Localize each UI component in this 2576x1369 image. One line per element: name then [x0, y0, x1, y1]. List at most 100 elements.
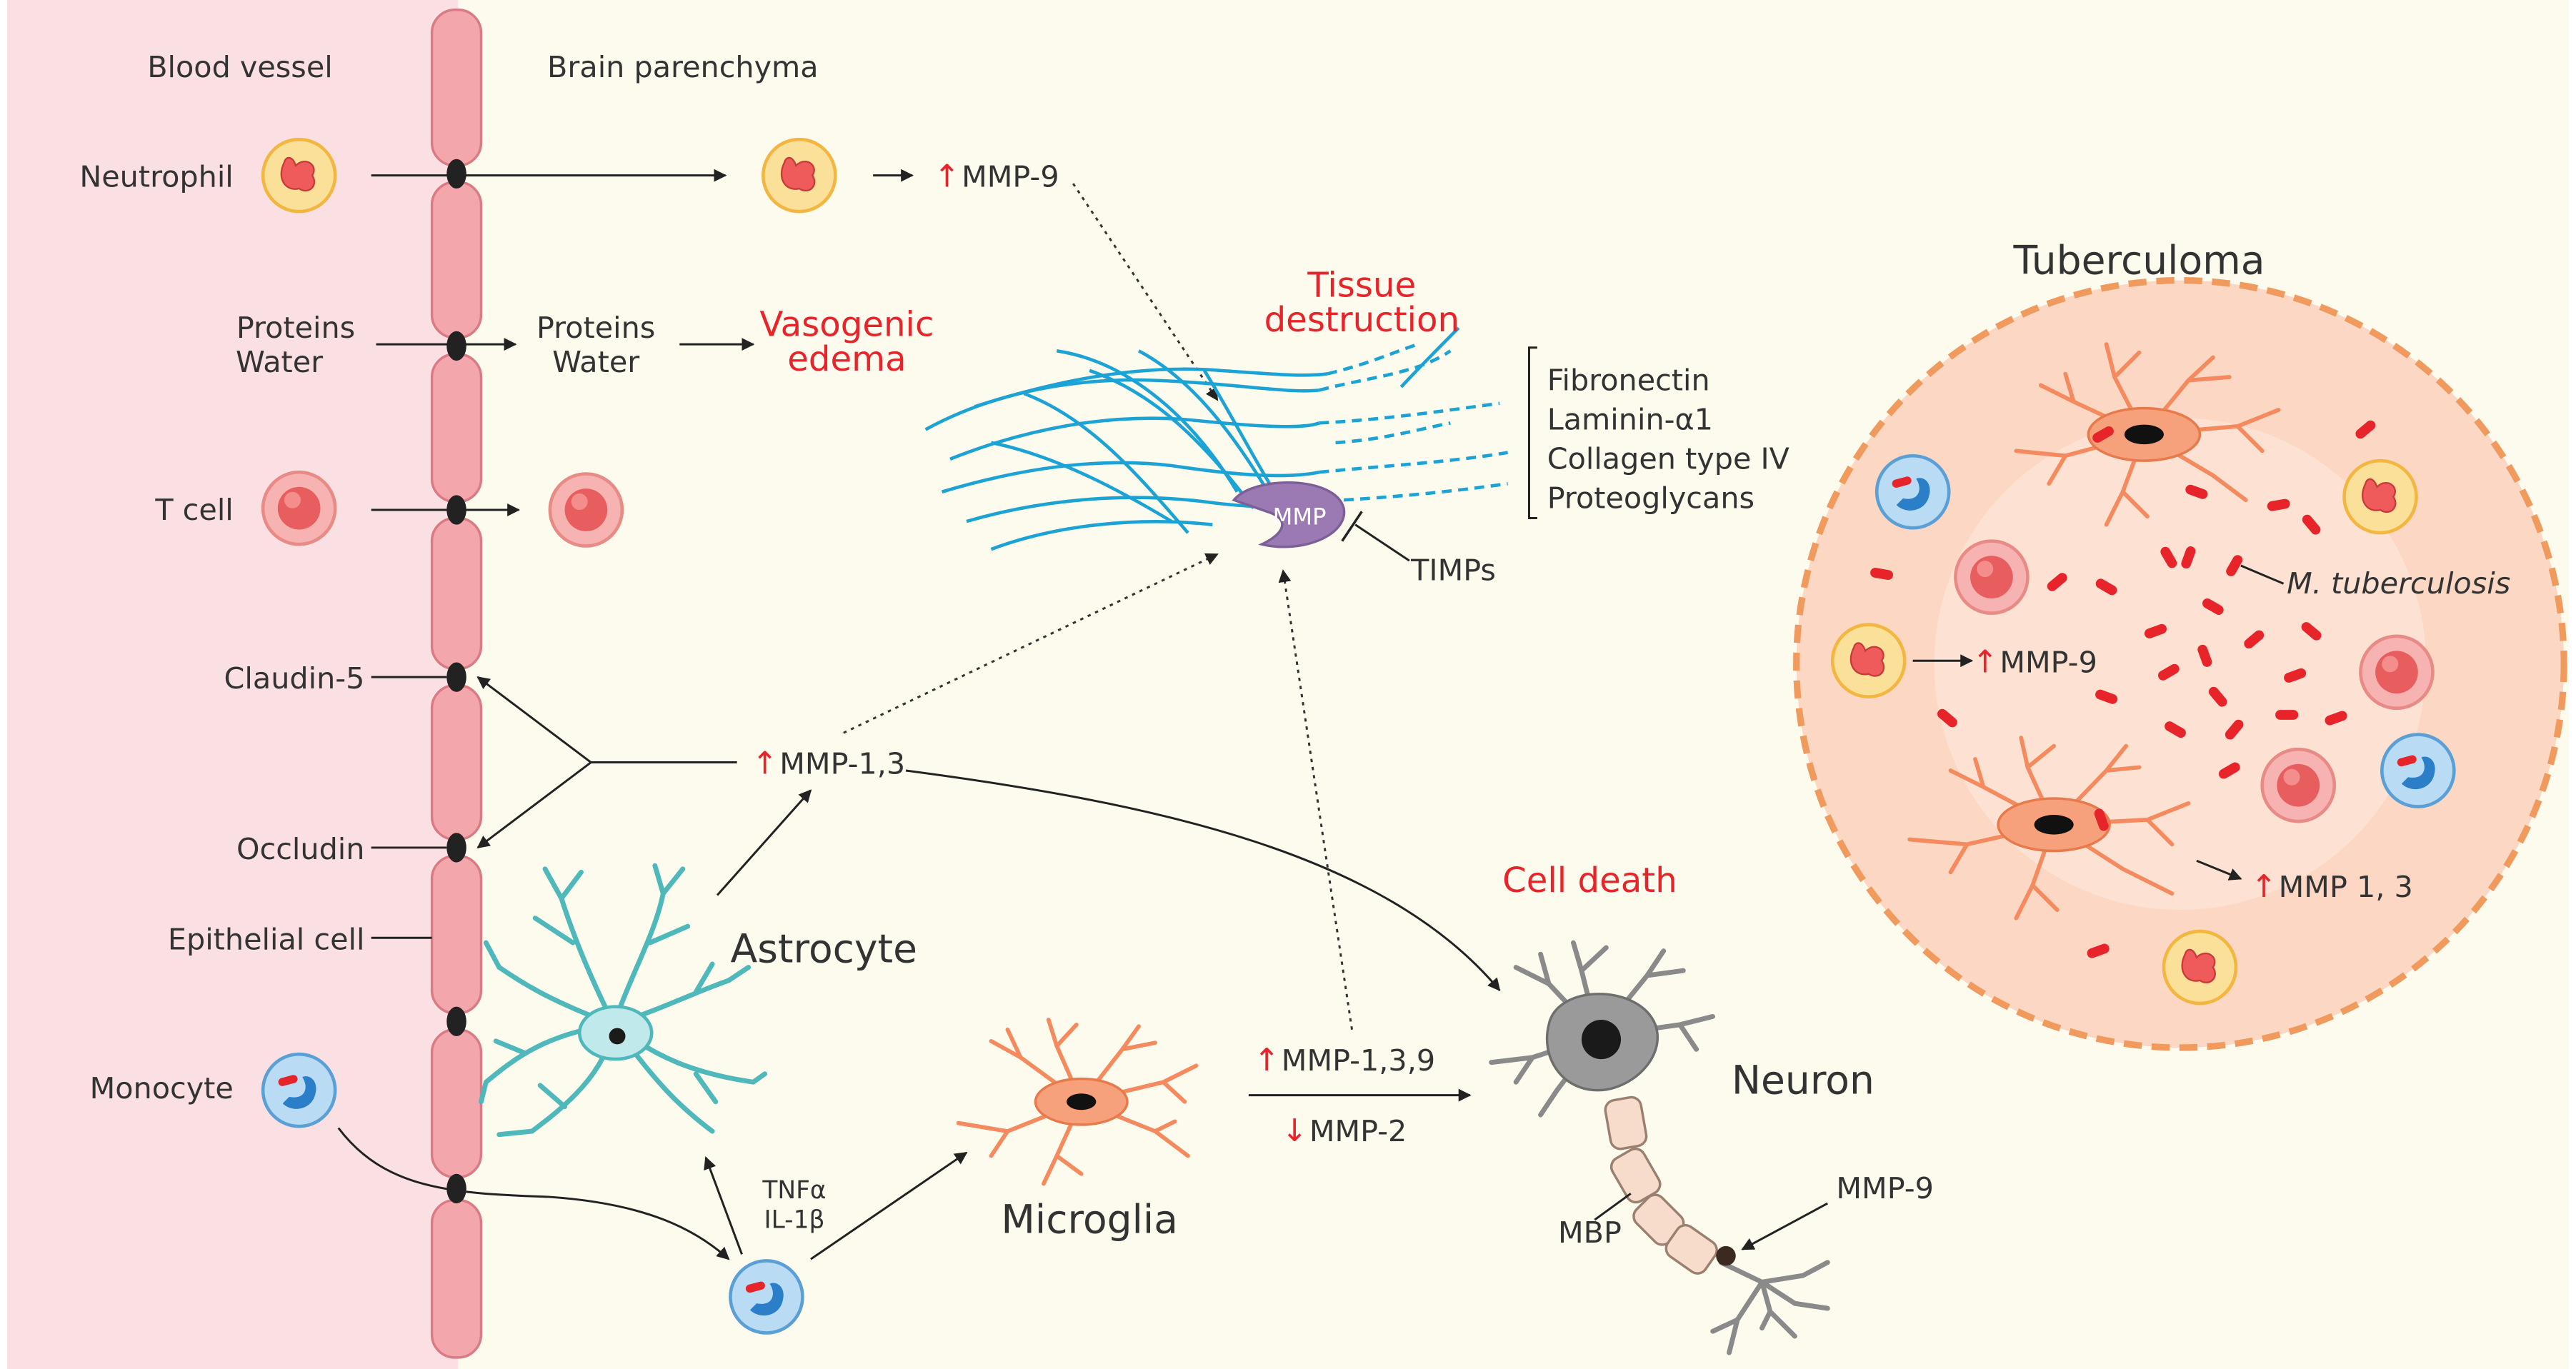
vasogenic-edema-label: Vasogenic [759, 305, 934, 345]
tuberculoma-mmp13-label: MMP 1, 3 [2279, 870, 2413, 904]
water-label: Water [552, 345, 639, 379]
mmp139-label: MMP-1,3,9 [1282, 1043, 1435, 1078]
mmp-enzyme-icon [1232, 481, 1346, 548]
monocyte-icon [730, 1260, 802, 1333]
endothelial-cell [430, 854, 483, 1015]
neutrophil-icon [263, 139, 335, 211]
ecm-component: Collagen type IV [1547, 442, 1789, 476]
neuron-nucleus [1581, 1019, 1622, 1060]
vasogenic-edema-label: edema [787, 339, 906, 379]
t-cell-label: T cell [154, 493, 233, 527]
endothelial-cell [430, 9, 483, 167]
ecm-components-list: Fibronectin Laminin-α1 Collagen type IV … [1547, 363, 1789, 515]
timps-label: TIMPs [1410, 553, 1496, 588]
tight-junction [446, 331, 466, 361]
microglia-label: Microglia [1001, 1196, 1178, 1242]
arrow-to-claudin [476, 676, 592, 763]
neutrophil-icon [2345, 461, 2417, 533]
monocyte-label: Monocyte [90, 1071, 234, 1105]
ecm-component: Proteoglycans [1547, 481, 1754, 516]
neutrophil-icon [2164, 931, 2236, 1003]
tight-junction [446, 1173, 466, 1204]
claudin-label: Claudin-5 [224, 661, 365, 696]
endothelial-cell [430, 181, 483, 339]
mmp9-label: MMP-9 [962, 160, 1059, 194]
microglia-icon [956, 1018, 1199, 1186]
up-arrow-icon: ↑ [1972, 644, 1998, 680]
neutrophil-label: Neutrophil [79, 160, 233, 194]
mmp-enzyme-label: MMP [1273, 503, 1327, 531]
astrocyte-nucleus [609, 1028, 626, 1045]
brain-parenchyma-title: Brain parenchyma [547, 50, 819, 84]
neuron-axon-myelin [1604, 1095, 1718, 1275]
tuberculoma-mmp9-label: MMP-9 [2000, 645, 2097, 679]
epithelial-cell-label: Epithelial cell [168, 922, 365, 956]
monocyte-icon [2382, 735, 2454, 807]
arrow-to-neuron [905, 769, 1501, 992]
endothelial-cell [430, 353, 483, 503]
mbp-label: MBP [1558, 1215, 1622, 1250]
arrow [1741, 1202, 1829, 1250]
microglia-nucleus [2124, 424, 2164, 445]
neutrophil-icon [1832, 625, 1904, 697]
monocyte-migration-arrow [337, 1127, 730, 1260]
neutrophil-icon [763, 139, 835, 211]
cell-death-label: Cell death [1502, 861, 1677, 901]
endothelial-cell [430, 683, 483, 841]
mmp13-label: MMP-1,3 [779, 747, 905, 781]
vessel-wall [430, 9, 483, 1359]
ecm-component: Fibronectin [1547, 363, 1710, 397]
tight-junction [446, 1006, 466, 1036]
arrow [716, 789, 812, 896]
down-arrow-icon: ↓ [1282, 1113, 1308, 1149]
t-cell-icon [550, 473, 622, 546]
arrow [704, 1156, 743, 1255]
monocyte-icon [1877, 456, 1949, 528]
water-label: Water [236, 345, 323, 379]
tight-junction [446, 833, 466, 863]
fiber [1399, 326, 1460, 388]
endothelial-cell [430, 1198, 483, 1359]
tight-junction [446, 159, 466, 189]
m-tuberculosis-label: M. tuberculosis [2287, 566, 2510, 601]
axon-damage [1716, 1245, 1736, 1266]
t-cell-icon [1955, 541, 2027, 613]
tuberculoma-title: Tuberculoma [2012, 237, 2265, 283]
degraded-fibers [1311, 342, 1509, 503]
dotted-arrow [1278, 569, 1354, 1030]
tissue-destruction-label: Tissue [1307, 266, 1416, 306]
t-cell-icon [263, 472, 335, 544]
dotted-arrow [843, 553, 1219, 734]
endothelial-cell [430, 516, 483, 671]
microglia-nucleus [1067, 1093, 1097, 1110]
occludin-label: Occludin [236, 832, 365, 866]
mmp2-label: MMP-2 [1309, 1114, 1407, 1148]
up-arrow-icon: ↑ [1254, 1043, 1280, 1078]
up-arrow-icon: ↑ [752, 746, 778, 782]
leader-line [1594, 1193, 1632, 1221]
t-cell-icon [2360, 636, 2432, 708]
up-arrow-icon: ↑ [934, 159, 960, 195]
neuron-label: Neuron [1732, 1057, 1874, 1103]
tissue-destruction-label: destruction [1264, 300, 1459, 340]
inhibition-bar [1341, 511, 1363, 542]
blood-vessel-region [6, 0, 459, 1369]
blood-vessel-title: Blood vessel [147, 50, 333, 84]
endothelial-cell [430, 1028, 483, 1179]
proteins-label: Proteins [536, 311, 655, 345]
inhibition-line [1354, 523, 1410, 562]
arrow [810, 1151, 968, 1260]
proteins-label: Proteins [236, 311, 355, 345]
axon-terminal [1710, 1260, 1830, 1355]
astrocyte-label: Astrocyte [731, 926, 917, 972]
axon-mmp9-label: MMP-9 [1836, 1171, 1934, 1205]
leader-line [2240, 564, 2285, 585]
arrow-to-occludin [476, 761, 592, 849]
dotted-arrow [1072, 183, 1219, 401]
t-cell-icon [2262, 749, 2335, 821]
bracket [1527, 346, 1537, 519]
arrow [2196, 859, 2242, 881]
tnf-alpha-label: TNFα [762, 1176, 826, 1205]
il1b-label: IL-1β [764, 1206, 824, 1235]
